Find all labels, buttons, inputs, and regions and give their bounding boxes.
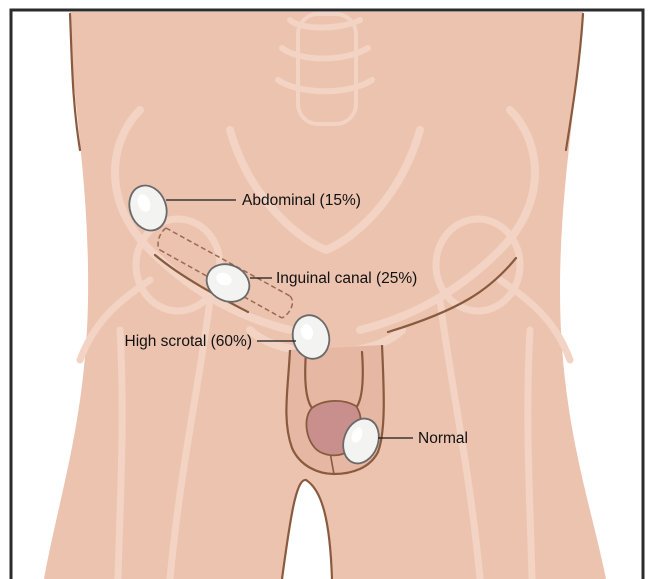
label-normal: Normal [418, 430, 468, 447]
label-high-scrotal: High scrotal (60%) [125, 333, 253, 350]
label-abdominal: Abdominal (15%) [242, 192, 361, 209]
label-inguinal-canal: Inguinal canal (25%) [276, 270, 417, 287]
